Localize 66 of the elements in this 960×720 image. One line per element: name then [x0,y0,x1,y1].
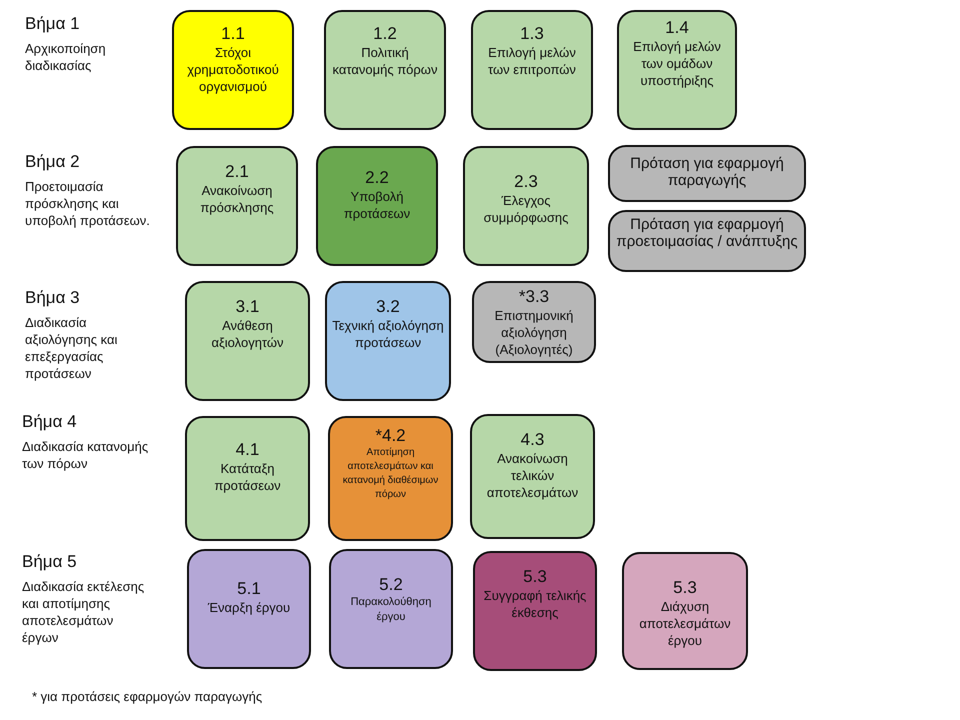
step-number: 1.4 [664,18,690,38]
note-box [472,281,596,363]
step-number: 5.3 [522,567,548,587]
note-box [608,145,806,202]
step-text: Αποτίμηση αποτελεσμάτων και κατανομή διαθέσιμων πόρων [342,446,440,502]
step-box [324,10,446,130]
step-box [176,146,298,266]
step-number: 5.3 [672,578,698,598]
step-text: Στόχοι χρηματοδοτικού οργανισμού [186,44,280,95]
step-box [328,416,453,541]
step-number: *4.2 [374,426,407,446]
footnote: * για προτάσεις εφαρμογών παραγωγής [32,688,262,705]
step-text: Ανάθεση αξιολογητών [210,317,285,351]
step-heading: Βήμα 1 [25,14,80,34]
step-box [463,146,589,266]
step-box [172,10,294,130]
step-description: Διαδικασία κατανομής των πόρων [22,438,150,472]
step-number: 4.1 [234,440,260,460]
step-description: Διαδικασία εκτέλεσης και αποτίμησης αποτελεσμάτων έργων [22,578,146,646]
step-text: Κατάταξη προτάσεων [213,460,282,494]
step-box [325,281,451,401]
step-heading: Βήμα 4 [22,412,77,432]
step-text: Έναρξη έργου [206,599,292,616]
step-number: 4.3 [520,430,546,450]
step-number: 2.1 [224,162,250,182]
step-text: Συγγραφή τελικής έκθεσης [482,587,588,621]
step-number: *3.3 [518,287,550,307]
step-box [187,549,311,669]
step-heading: Βήμα 5 [22,552,77,572]
step-number: 2.2 [364,168,390,188]
step-text: Ανακοίνωση πρόσκλησης [199,182,275,216]
step-box [622,552,748,670]
step-box [470,414,595,539]
step-box [185,281,310,401]
step-text: Έλεγχος συμμόρφωσης [482,192,570,226]
step-box [471,10,593,130]
step-box [617,10,737,130]
step-number: 1.1 [220,24,246,44]
step-number: 5.1 [236,579,262,599]
step-text: Επιλογή μελών των ομάδων υποστήριξης [632,38,722,89]
step-number: 5.2 [378,575,404,595]
step-text: Επιστημονική αξιολόγηση (Αξιολογητές) [494,307,574,358]
step-heading: Βήμα 2 [25,152,80,172]
step-text: Επιλογή μελών των επιτροπών [487,44,577,78]
step-number: 1.2 [372,24,398,44]
step-number: 3.2 [375,297,401,317]
step-text: Πολιτική κατανομής πόρων [332,44,438,78]
step-description: Αρχικοποίηση διαδικασίας [25,40,107,74]
step-box [473,551,597,671]
note-box [608,210,806,272]
step-box [329,549,453,669]
step-text: Ανακοίνωση τελικών αποτελεσμάτων [486,450,580,501]
step-description: Προετοιμασία πρόσκλησης και υποβολή προτάσεων. [25,178,151,229]
step-text: Παρακολούθηση έργου [350,595,432,625]
step-text: Διάχυση αποτελεσμάτων έργου [638,598,732,649]
step-text: Πρόταση για εφαρμογή παραγωγής [629,155,785,189]
step-number: 2.3 [513,172,539,192]
step-heading: Βήμα 3 [25,288,80,308]
step-description: Διαδικασία αξιολόγησης και επεξεργασίας προτάσεων [25,314,118,382]
step-number: 1.3 [519,24,545,44]
step-text: Τεχνική αξιολόγηση προτάσεων [332,317,444,351]
step-text: Πρόταση για εφαρμογή προετοιμασίας / ανάπτυξης [615,216,799,250]
step-text: Υποβολή προτάσεων [342,188,412,222]
step-box [316,146,438,266]
step-number: 3.1 [234,297,260,317]
step-box [185,416,310,541]
